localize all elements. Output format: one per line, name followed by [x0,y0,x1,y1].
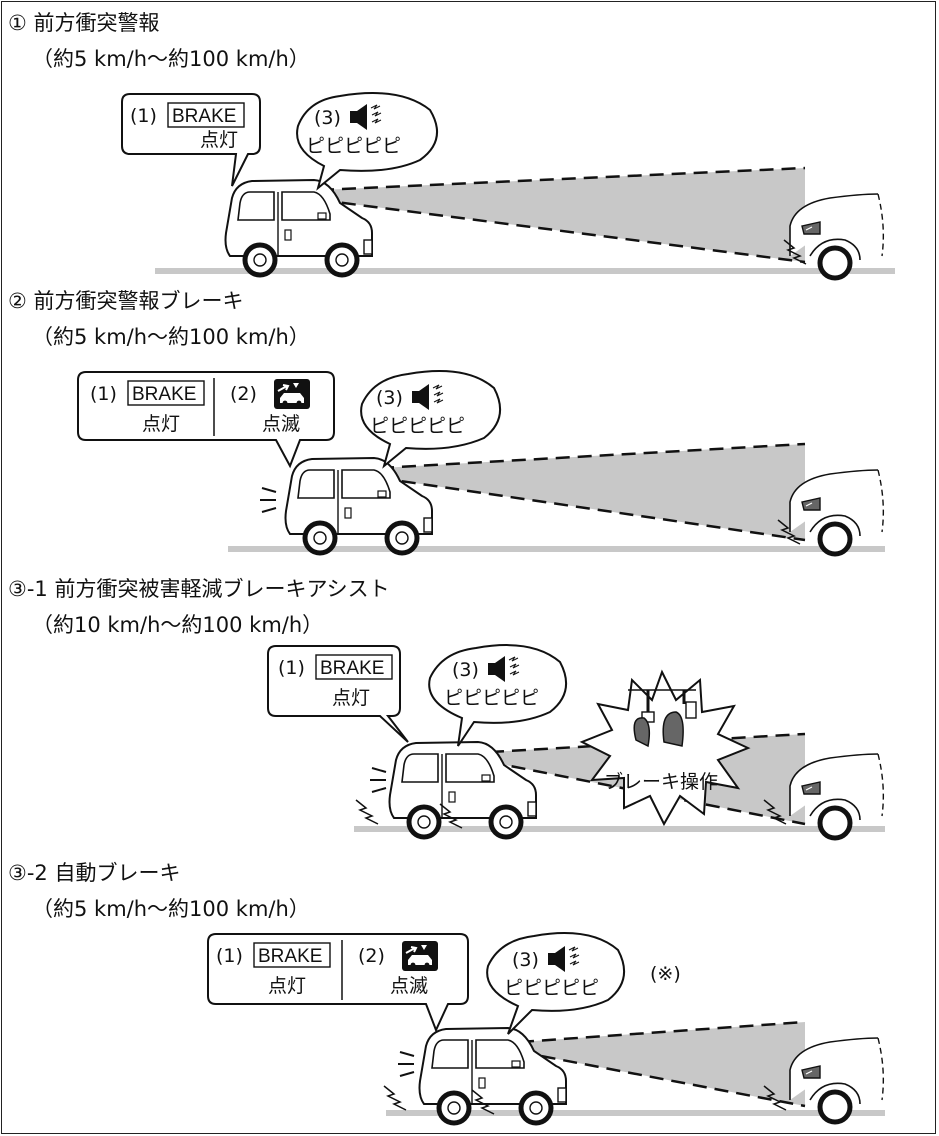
section-2-range: （約5 km/h〜約100 km/h） [32,325,310,349]
indicator-callout [267,645,409,743]
indicator-callout [121,93,261,187]
ground-line [155,268,895,274]
lead-vehicle-icon [790,194,883,278]
collision-warning-icon [401,940,439,972]
radar-beam [520,1022,805,1106]
radar-beam [320,168,805,262]
item-1-number: (1) [90,383,117,405]
lit-label: 点灯 [142,413,180,435]
brake-label: BRAKE [320,658,384,679]
item-1-number: (1) [130,105,157,127]
brake-label: BRAKE [132,384,196,405]
scenario-3-1: ブレーキ操作 (1) BRAKE 点灯 (3) ピピピピピ [267,644,885,838]
foot-icon [633,717,651,748]
item-3-number: (3) [512,949,539,971]
blink-label: 点滅 [390,975,428,997]
section-1-range: （約5 km/h〜約100 km/h） [32,47,310,71]
beep-label: ピピピピピ [504,977,599,999]
item-3-number: (3) [314,107,341,129]
lead-vehicle-icon [790,754,883,838]
section-2-title: ② 前方衝突警報ブレーキ [8,289,244,313]
lit-label: 点灯 [332,687,370,709]
brake-operation-burst [579,669,751,827]
brake-indicator [253,942,331,968]
buzzer-callout [360,370,502,469]
lead-vehicle-icon [790,1038,883,1122]
buzzer-callout [428,644,568,747]
brake-indicator [167,102,245,128]
buzzer-callout [486,932,626,1035]
indicator-callout [77,371,335,469]
section-4-range: （約5 km/h〜約100 km/h） [32,897,310,921]
item-1-number: (1) [216,945,243,967]
brake-pedal [685,701,697,719]
item-2-number: (2) [358,945,385,967]
scenario-3-2: (1) BRAKE 点灯 (2) 点滅 (3) ピピピピピ (※) [207,932,885,1123]
section-4-title: ③-2 自動ブレーキ [8,861,181,885]
section-1-title: ① 前方衝突警報 [8,11,160,35]
blink-label: 点滅 [262,413,300,435]
beep-label: ピピピピピ [306,135,401,157]
flash-marks [260,487,277,513]
item-2-number: (2) [230,383,257,405]
beep-label: ピピピピピ [444,687,539,709]
brake-indicator [315,654,393,680]
lead-vehicle-icon [790,470,883,554]
brake-label: BRAKE [258,946,322,967]
note-mark: (※) [650,963,681,985]
radar-beam [380,444,805,540]
brake-label: BRAKE [172,106,236,127]
brake-operation-label: ブレーキ操作 [604,770,718,793]
foot-icon [662,711,684,747]
brake-indicator [127,380,205,406]
scenario-2: (1) BRAKE 点灯 (2) 点滅 (3) ピピピピピ [77,370,885,554]
scenario-1: (1) BRAKE 点灯 (3) ピピピピピ [121,92,895,278]
lit-label: 点灯 [200,129,238,151]
buzzer-callout [296,92,439,191]
item-3-number: (3) [452,659,479,681]
section-3-range: （約10 km/h〜約100 km/h） [32,613,324,637]
collision-warning-icon [273,378,311,410]
lit-label: 点灯 [268,975,306,997]
item-3-number: (3) [376,387,403,409]
section-3-title: ③-1 前方衝突被害軽減ブレーキアシスト [8,577,390,601]
flash-marks [370,767,387,793]
flash-marks [398,1051,415,1077]
beep-label: ピピピピピ [370,415,465,437]
item-1-number: (1) [278,657,305,679]
